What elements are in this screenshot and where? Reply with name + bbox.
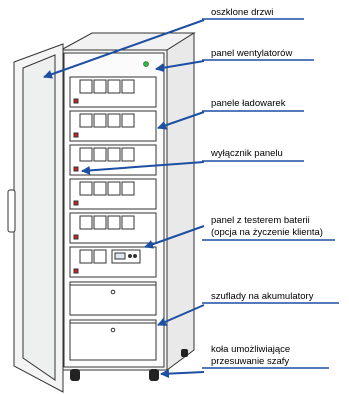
battery-drawers (69, 281, 157, 361)
wheels (70, 349, 188, 381)
glass-door (7, 43, 64, 393)
label-battery-drawers: szuflady na akumulatory (211, 291, 314, 302)
label-tester-panel: panel z testerem baterii (211, 215, 310, 226)
charger-panels (69, 76, 157, 244)
arrow-icon (157, 111, 205, 130)
arrow-icon (160, 369, 205, 379)
arrow-icon (157, 304, 205, 326)
fan-led-icon (143, 61, 149, 67)
label-underlines (202, 18, 339, 369)
label-panel-switch: wyłącznik panelu (211, 148, 283, 159)
label-glass-door: oszklone drzwi (211, 7, 274, 18)
arrow-icon (144, 225, 205, 249)
tester-panel (69, 246, 157, 278)
arrow-icon (81, 161, 205, 175)
arrows (43, 19, 205, 379)
label-tester-panel-option: (opcja na życzenie klienta) (211, 227, 323, 238)
label-wheels-purpose: przesuwanie szafy (211, 356, 290, 367)
arrow-icon (43, 19, 205, 79)
label-fan-panel: panel wentylatorów (211, 48, 293, 59)
label-wheels: koła umożliwiające (211, 344, 291, 355)
label-charger-panels: panele ładowarek (211, 98, 286, 109)
arrow-icon (155, 60, 205, 73)
